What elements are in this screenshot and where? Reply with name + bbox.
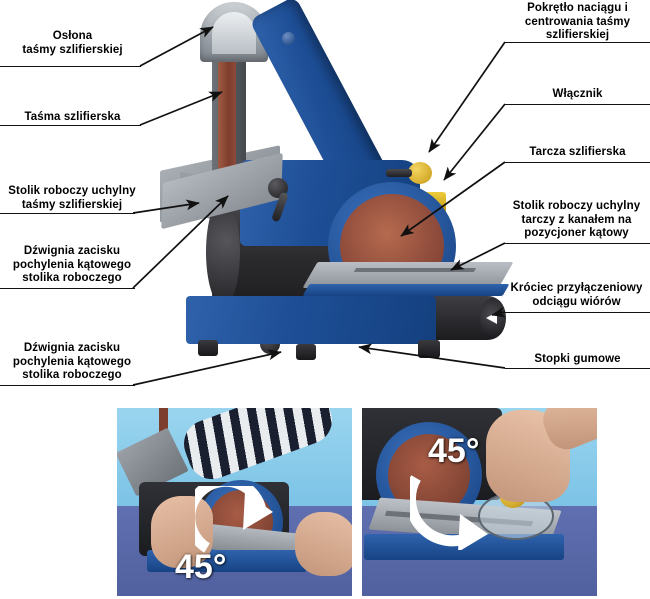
label-rubber-feet: Stopki gumowe: [534, 353, 621, 365]
label-sanding-disc: Tarcza szlifierska: [529, 146, 626, 158]
belt-guard-inner: [212, 12, 256, 54]
label-rule-dust-port: [505, 312, 650, 313]
photo-tilt-table: 45°: [117, 408, 352, 596]
label-tension-knob: Pokrętło naciągu i centrowania taśmy szl…: [524, 2, 631, 41]
label-tilt-clamp-lever-1: Dźwignia zacisku pochylenia kątowego sto…: [12, 245, 132, 284]
rubber-foot-mid: [296, 344, 316, 360]
label-rule-tilt-clamp-1: [0, 288, 135, 289]
photo-angle-position: 45°: [362, 408, 597, 596]
label-rule-belt-guard: [0, 66, 141, 67]
label-disc-table: Stolik roboczy uchylny tarczy z kanałem …: [512, 200, 641, 239]
photo1-hand-left: [151, 496, 213, 568]
label-tilt-clamp-lever-2: Dźwignia zacisku pochylenia kątowego sto…: [12, 342, 132, 381]
label-belt-guard: Osłona taśmy szlifierskiej: [22, 30, 123, 56]
dust-port-arrow-icon: [486, 312, 497, 324]
disc-table-edge: [302, 284, 510, 296]
label-rule-tension-knob: [505, 42, 650, 43]
arm-pivot-bolt: [282, 32, 295, 45]
label-rule-sanding-belt: [0, 125, 141, 126]
label-rule-sanding-disc: [505, 162, 650, 163]
table-mitre-slot: [353, 268, 477, 272]
rubber-foot-left: [198, 340, 218, 356]
tension-knob-shaft: [386, 169, 412, 177]
label-belt-table: Stolik roboczy uchylny taśmy szlifierski…: [8, 185, 136, 211]
label-rule-power-switch: [505, 104, 650, 105]
label-power-switch: Włącznik: [552, 88, 603, 100]
photo2-rotation-arrow-icon: [410, 475, 488, 550]
rubber-foot-right: [418, 340, 440, 358]
base-frame: [186, 296, 436, 344]
sanding-belt: [218, 20, 236, 196]
photo1-angle-label: 45°: [175, 548, 227, 586]
label-rule-rubber-feet: [505, 368, 650, 369]
photo1-rotation-arrow-icon: [195, 486, 273, 553]
label-rule-belt-table: [0, 213, 135, 214]
label-dust-port: Króciec przyłączeniowy odciągu wiórów: [510, 282, 643, 308]
label-sanding-belt: Taśma szlifierska: [24, 111, 121, 123]
label-rule-tilt-clamp-2: [0, 385, 135, 386]
label-rule-disc-table: [505, 243, 650, 244]
sander-illustration: [150, 0, 520, 395]
photo2-angle-label: 45°: [428, 432, 480, 470]
photo1-hand-right: [295, 512, 352, 576]
